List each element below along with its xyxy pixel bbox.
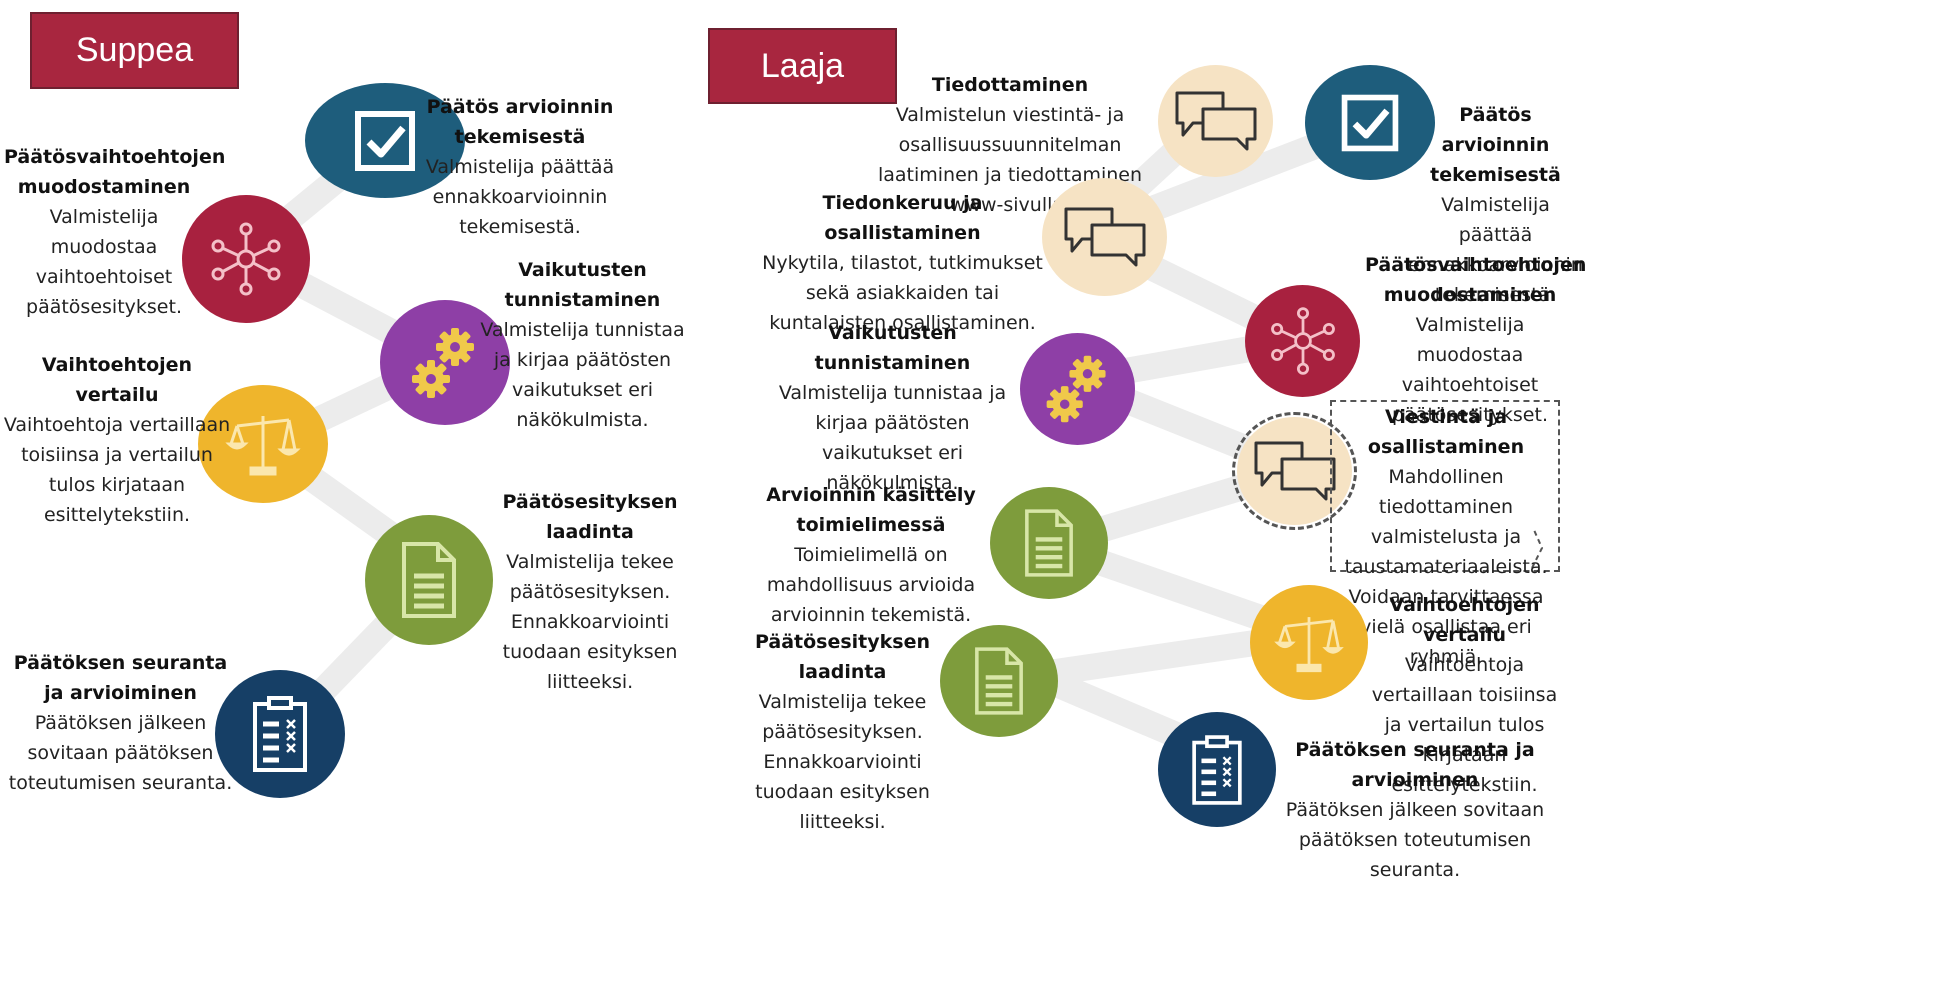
right-datacollection-title: Tiedonkeruu ja osallistaminen (822, 192, 983, 244)
left-node-decision (305, 83, 465, 198)
right-decision-title: Päätös arvioinnin tekemisestä (1430, 104, 1561, 186)
network-icon (1270, 307, 1335, 375)
right-alternatives-title: Päätösvaihtoehtojen muodostaminen (1365, 254, 1587, 306)
left-impacts-body: Valmistelija tunnistaa ja kirjaa päätöst… (480, 319, 685, 431)
right-node-proposal (940, 625, 1058, 737)
right-informing-body: Valmistelun viestintä- ja osallisuussuun… (877, 104, 1143, 216)
right-alternatives-body: Valmistelija muodostaa vaihtoehtoiset pä… (1392, 314, 1548, 426)
left-node-proposal (365, 515, 493, 645)
right-datacollection-body: Nykytila, tilastot, tutkimukset sekä asi… (762, 252, 1043, 334)
right-text-communication: Viestintä ja osallistaminen Mahdollinen … (1340, 402, 1552, 672)
right-text-committee: Arvioinnin käsittely toimielimessä Toimi… (752, 480, 990, 630)
left-text-comparison: Vaihtoehtojen vertailu Vaihtoehtoja vert… (2, 350, 232, 530)
right-text-followup: Päätöksen seuranta ja arvioiminen Päätök… (1265, 735, 1565, 885)
checkbox-icon (355, 110, 415, 171)
right-communication-title: Viestintä ja osallistaminen (1367, 406, 1525, 458)
left-alternatives-title: Päätösvaihtoehtojen muodostaminen (4, 146, 226, 198)
document-icon (402, 542, 456, 618)
left-text-proposal: Päätösesityksen laadinta Valmistelija te… (470, 487, 710, 697)
left-followup-title: Päätöksen seuranta ja arvioiminen (13, 652, 228, 704)
left-followup-body: Päätöksen jälkeen sovitaan päätöksen tot… (8, 712, 233, 794)
laaja-banner-label: Laaja (760, 46, 845, 85)
right-proposal-title: Päätösesityksen laadinta (754, 631, 931, 683)
right-node-communication-ring (1232, 412, 1357, 530)
document-icon (1025, 509, 1073, 577)
right-text-decision: Päätös arvioinnin tekemisestä Valmisteli… (1408, 100, 1583, 310)
right-node-impacts (1020, 333, 1135, 445)
left-text-alternatives: Päätösvaihtoehtojen muodostaminen Valmis… (4, 142, 226, 322)
speech-bubbles-icon (1175, 91, 1256, 151)
right-node-communication (1237, 417, 1352, 525)
left-text-followup: Päätöksen seuranta ja arvioiminen Päätök… (8, 648, 233, 798)
right-informing-title: Tiedottaminen (931, 74, 1089, 96)
right-committee-body: Toimielimellä on mahdollisuus arvioida a… (766, 544, 976, 626)
document-icon (975, 647, 1023, 715)
left-decision-body: Valmistelija päättää ennakkoarvioinnin t… (425, 156, 615, 238)
right-text-datacollection: Tiedonkeruu ja osallistaminen Nykytila, … (755, 188, 1050, 338)
left-text-decision: Päätös arvioinnin tekemisestä Valmisteli… (420, 92, 620, 242)
scales-icon (1274, 616, 1344, 672)
right-node-followup (1158, 712, 1276, 827)
left-text-impacts: Vaikutusten tunnistaminen Valmistelija t… (475, 255, 690, 435)
left-node-impacts (380, 300, 510, 425)
suppea-banner: Suppea (30, 12, 239, 89)
suppea-banner-label: Suppea (75, 31, 194, 69)
right-followup-title: Päätöksen seuranta ja arvioiminen (1295, 739, 1535, 791)
speech-bubbles-icon (1064, 207, 1145, 267)
left-comparison-title: Vaihtoehtojen vertailu (41, 354, 193, 406)
laaja-banner: Laaja (708, 28, 897, 104)
checkbox-icon (1341, 94, 1399, 151)
right-impacts-body: Valmistelija tunnistaa ja kirjaa päätöst… (778, 382, 1007, 494)
left-decision-title: Päätös arvioinnin tekemisestä (426, 96, 614, 148)
left-alternatives-body: Valmistelija muodostaa vaihtoehtoiset pä… (26, 206, 182, 318)
left-node-alternatives (182, 195, 310, 323)
right-impacts-title: Vaikutusten tunnistaminen (814, 322, 971, 374)
right-committee-title: Arvioinnin käsittely toimielimessä (766, 484, 976, 536)
right-text-proposal: Päätösesityksen laadinta Valmistelija te… (745, 627, 940, 837)
right-node-alternatives (1245, 285, 1360, 397)
right-text-comparison: Vaihtoehtojen vertailu Vaihtoehtoja vert… (1362, 590, 1567, 800)
left-proposal-title: Päätösesityksen laadinta (502, 491, 678, 543)
left-impacts-title: Vaikutusten tunnistaminen (504, 259, 661, 311)
right-text-alternatives: Päätösvaihtoehtojen muodostaminen Valmis… (1365, 250, 1587, 430)
speech-bubbles-icon (1254, 441, 1335, 501)
left-node-comparison (198, 385, 328, 503)
right-comparison-title: Vaihtoehtojen vertailu (1389, 594, 1540, 646)
right-node-datacollection (1042, 178, 1167, 296)
right-comparison-body: Vaihtoehtoja vertaillaan toisiinsa ja ve… (1371, 654, 1558, 796)
clipboard-icon (253, 696, 307, 772)
communication-callout-box (1330, 400, 1560, 572)
callout-tail (1531, 529, 1544, 569)
right-decision-body: Valmistelija päättää ennakkoarvioinnin t… (1408, 194, 1583, 306)
right-communication-body: Mahdollinen tiedottaminen valmistelusta … (1344, 466, 1548, 668)
right-node-informing (1158, 65, 1273, 177)
right-text-impacts: Vaikutusten tunnistaminen Valmistelija t… (760, 318, 1025, 498)
right-node-committee (990, 487, 1108, 599)
left-comparison-body: Vaihtoehtoja vertaillaan toisiinsa ja ve… (3, 414, 231, 526)
left-node-followup (215, 670, 345, 798)
right-proposal-body: Valmistelija tekee päätösesityksen. Enna… (755, 691, 930, 833)
left-proposal-body: Valmistelija tekee päätösesityksen. Enna… (502, 551, 678, 693)
clipboard-icon (1192, 734, 1242, 805)
gears-icon (1046, 355, 1106, 423)
right-followup-body: Päätöksen jälkeen sovitaan päätöksen tot… (1285, 799, 1545, 881)
scales-icon (225, 416, 301, 476)
right-node-comparison (1250, 585, 1368, 700)
network-icon (211, 222, 281, 296)
right-text-informing: Tiedottaminen Valmistelun viestintä- ja … (870, 70, 1150, 220)
gears-icon (412, 327, 474, 398)
right-node-decision (1305, 65, 1435, 180)
